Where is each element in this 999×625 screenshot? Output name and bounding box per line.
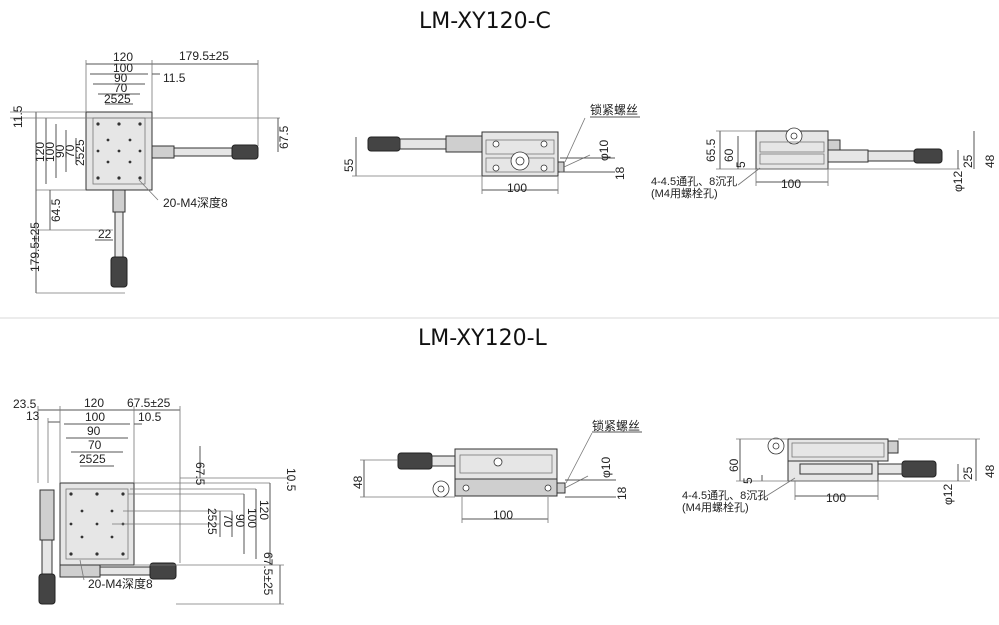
bottom-plan-vdim-100: 100 bbox=[245, 508, 259, 528]
top-side-hole-note: 4-4.5通孔、8沉孔 bbox=[651, 175, 737, 188]
bottom-plan-dim-13: 13 bbox=[26, 409, 40, 423]
top-plan-view: 120 100 90 70 2525 179.5±25 11.5 11.5 12… bbox=[10, 49, 291, 294]
bottom-plan-dim-70: 70 bbox=[88, 438, 102, 452]
bottom-side-dim-100: 100 bbox=[826, 491, 846, 505]
bottom-side-view: 60 5 100 25 48 φ12 4-4.5通孔、8沉孔 (M4用螺栓孔) bbox=[682, 437, 997, 514]
bottom-plan-dim-10-5-top: 10.5 bbox=[138, 410, 162, 424]
top-plan-dim-120: 120 bbox=[113, 50, 133, 64]
bottom-side-knob bbox=[901, 460, 937, 478]
bottom-side-stage bbox=[787, 438, 889, 462]
top-plan-dim-70: 70 bbox=[114, 81, 128, 95]
bottom-title: LM-XY120-L bbox=[418, 326, 548, 351]
bottom-plan-vdim-70: 70 bbox=[221, 514, 235, 528]
top-plan-vdim-2525: 2525 bbox=[73, 139, 87, 166]
top-plan-dim-90: 90 bbox=[114, 71, 128, 85]
bottom-plan-dim-120: 120 bbox=[84, 396, 104, 410]
bottom-plan-vdim-90: 90 bbox=[233, 514, 247, 528]
top-plan-dim-11-5-top: 11.5 bbox=[163, 71, 186, 85]
top-side-dim-48: 48 bbox=[983, 154, 997, 168]
bottom-front-dim-18: 18 bbox=[615, 486, 629, 500]
top-plan-dim-22: 22 bbox=[98, 227, 112, 241]
top-front-lock-label: 锁紧螺丝 bbox=[590, 102, 638, 117]
bottom-side-phi12: φ12 bbox=[941, 484, 955, 505]
top-plan-vdim-90: 90 bbox=[53, 144, 67, 158]
bottom-plan-dim-90: 90 bbox=[87, 424, 101, 438]
bottom-plan-knob-v bbox=[38, 573, 56, 605]
top-plan-dim-64-5: 64.5 bbox=[49, 198, 63, 222]
bottom-front-stage bbox=[454, 448, 558, 480]
bottom-plan-knob-h bbox=[149, 562, 177, 580]
bottom-plan-dim-10-5: 10.5 bbox=[284, 468, 298, 492]
bottom-front-knob bbox=[397, 452, 433, 470]
top-front-view: 锁紧螺丝 55 100 φ10 18 bbox=[342, 102, 640, 195]
top-side-dim-65-5: 65.5 bbox=[704, 138, 718, 162]
bottom-plan-dim-67-5: 67.5 bbox=[193, 462, 207, 486]
top-plan-dim-100: 100 bbox=[113, 61, 133, 75]
bottom-front-view: 锁紧螺丝 48 100 φ10 18 bbox=[351, 418, 642, 523]
top-side-knob bbox=[913, 148, 943, 164]
bottom-front-lock-label: 锁紧螺丝 bbox=[592, 418, 640, 433]
bottom-front-dim-100: 100 bbox=[493, 508, 513, 522]
top-plan-dim-2525: 2525 bbox=[104, 92, 131, 106]
top-plan-bottom-knob bbox=[110, 256, 128, 288]
top-plan-note: 20-M4深度8 bbox=[163, 195, 228, 210]
top-plan-vdim-100: 100 bbox=[43, 142, 57, 162]
top-side-dim-25: 25 bbox=[961, 154, 975, 168]
top-side-dim-100: 100 bbox=[781, 177, 801, 191]
bottom-side-dim-5: 5 bbox=[741, 477, 755, 484]
bottom-plan-vdim-2525: 2525 bbox=[205, 508, 219, 535]
top-front-phi10: φ10 bbox=[597, 140, 611, 161]
bottom-side-dim-48: 48 bbox=[983, 464, 997, 478]
top-side-hole-note-2: (M4用螺栓孔) bbox=[651, 186, 718, 200]
bottom-plan-note: 20-M4深度8 bbox=[88, 576, 153, 591]
top-side-view: 65.5 60 5 100 25 48 φ12 4-4.5通孔、8沉孔 (M4用… bbox=[651, 127, 997, 200]
top-side-dim-5: 5 bbox=[734, 161, 748, 168]
bottom-plan-dim-67-5-bottom: 67.5±25 bbox=[261, 552, 275, 596]
bottom-side-dim-25: 25 bbox=[961, 466, 975, 480]
bottom-front-phi10: φ10 bbox=[599, 457, 613, 478]
top-plan-dim-179: 179.5±25 bbox=[179, 49, 229, 63]
top-plan-vdim-70: 70 bbox=[63, 144, 77, 158]
bottom-plan-vdim-120: 120 bbox=[257, 500, 271, 520]
top-plan-dim-67-5: 67.5 bbox=[277, 125, 291, 149]
top-front-dim-100: 100 bbox=[507, 181, 527, 195]
top-side-phi12: φ12 bbox=[951, 171, 965, 192]
bottom-side-hole-note: 4-4.5通孔、8沉孔 bbox=[682, 489, 768, 502]
bottom-side-dim-60: 60 bbox=[727, 458, 741, 472]
bottom-front-dim-48: 48 bbox=[351, 475, 365, 489]
top-plan-dim-11-5-left: 11.5 bbox=[11, 105, 25, 128]
top-title: LM-XY120-C bbox=[419, 9, 551, 34]
bottom-plan-dim-23-5: 23.5 bbox=[13, 397, 37, 411]
top-side-dim-60: 60 bbox=[722, 148, 736, 162]
bottom-side-hole-note-2: (M4用螺栓孔) bbox=[682, 500, 749, 514]
top-plan-dim-179-v: 179.5±25 bbox=[28, 222, 42, 272]
bottom-plan-dim-100: 100 bbox=[85, 410, 105, 424]
top-front-dim-55: 55 bbox=[342, 158, 356, 172]
bottom-plan-dim-67-5-top: 67.5±25 bbox=[127, 396, 171, 410]
top-plan-vdim-120: 120 bbox=[33, 142, 47, 162]
bottom-plan-view: 23.5 13 120 100 90 70 2525 67.5±25 10.5 … bbox=[13, 396, 298, 605]
top-plan-micrometer-knob bbox=[231, 144, 259, 160]
top-front-dim-18: 18 bbox=[613, 166, 627, 180]
top-plan-micrometer-body bbox=[151, 145, 175, 159]
top-front-knob bbox=[367, 136, 401, 152]
bottom-plan-dim-2525: 2525 bbox=[79, 452, 106, 466]
